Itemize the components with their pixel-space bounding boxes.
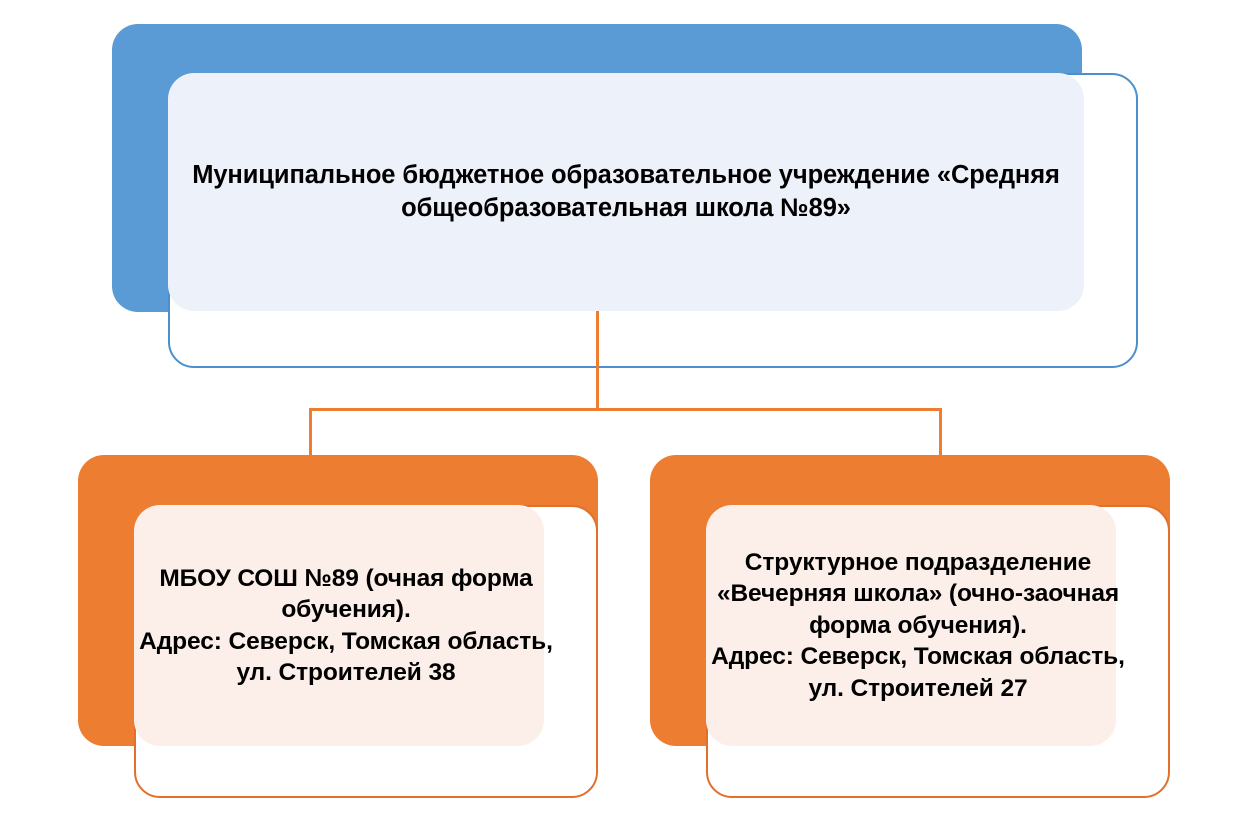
connector-drop-left <box>309 408 312 457</box>
connector-horizontal-bus <box>309 408 942 411</box>
connector-drop-right <box>939 408 942 457</box>
root-node-label: Муниципальное бюджетное образовательное … <box>192 161 1060 222</box>
child-node-left-label: МБОУ СОШ №89 (очная форма обучения). Адр… <box>139 564 553 686</box>
child-node-right-text-panel <box>706 505 1116 746</box>
child-node-left-text-panel <box>134 505 544 746</box>
root-node-text-panel <box>168 73 1084 311</box>
connector-trunk-vertical <box>596 311 599 411</box>
child-node-right-label: Структурное подразделение «Вечерняя школ… <box>711 549 1125 702</box>
